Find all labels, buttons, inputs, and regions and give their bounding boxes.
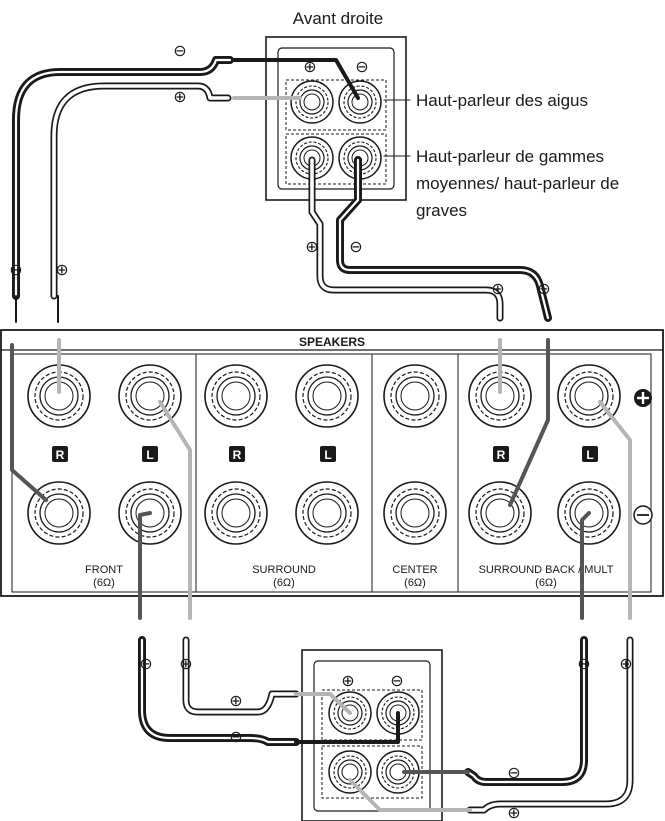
minus-symbol: ⊖ — [537, 281, 550, 298]
tweeter-plus-terminal — [290, 80, 334, 124]
panel-header: SPEAKERS — [299, 335, 365, 349]
surround-back-section-label: SURROUND BACK / MULT — [479, 564, 614, 576]
woofer-negative-wire-core — [338, 158, 550, 320]
woofer-positive-wire-core — [310, 158, 502, 320]
minus-symbol: ⊖ — [349, 239, 362, 256]
plus-symbol: ⊕ — [179, 656, 192, 673]
surround-back-impedance-label: (6Ω) — [535, 577, 557, 589]
minus-symbol: ⊖ — [173, 43, 186, 60]
minus-symbol: ⊖ — [9, 262, 22, 279]
top-speaker-minus-lead — [232, 58, 360, 100]
bottom-woofer-positive-wire-core — [468, 638, 632, 812]
sb-r-minus-lead — [508, 338, 550, 507]
plus-symbol: ⊕ — [173, 89, 186, 106]
plus-symbol: ⊕ — [55, 262, 68, 279]
svg-text:L: L — [146, 448, 153, 462]
front-section-label: FRONT — [85, 564, 123, 576]
center-plus-terminal — [383, 364, 447, 428]
minus-symbol: ⊖ — [577, 656, 590, 673]
svg-text:L: L — [324, 448, 331, 462]
svg-text:R: R — [497, 448, 506, 462]
plus-symbol: ⊕ — [341, 673, 354, 690]
plus-symbol: ⊕ — [491, 281, 504, 298]
minus-symbol: ⊖ — [355, 59, 368, 76]
surround-r-minus-terminal — [204, 481, 268, 545]
panel-plus-icon — [634, 389, 652, 407]
surround-impedance-label: (6Ω) — [273, 577, 295, 589]
channel-l-badge: L — [142, 446, 158, 462]
front-right-negative-wire — [12, 56, 234, 300]
channel-r-badge: R — [52, 446, 68, 462]
center-section-label: CENTER — [392, 564, 437, 576]
woofer-label-line3: graves — [416, 201, 467, 220]
front-right-speaker: ⊕ ⊖ — [265, 36, 407, 201]
surround-back-r-minus-terminal — [468, 481, 532, 545]
minus-symbol: ⊖ — [229, 729, 242, 746]
plus-symbol: ⊕ — [507, 805, 520, 821]
minus-symbol: ⊖ — [507, 765, 520, 782]
svg-text:R: R — [56, 448, 65, 462]
channel-r-badge: R — [229, 446, 245, 462]
front-left-positive-wire-core — [184, 638, 298, 714]
svg-text:L: L — [586, 448, 593, 462]
bottom-woofer-negative-wire — [464, 636, 588, 786]
front-right-positive-wire-core — [52, 84, 230, 298]
surround-section-label: SURROUND — [252, 564, 316, 576]
surround-r-plus-terminal — [204, 364, 268, 428]
front-right-negative-wire-core — [14, 58, 232, 298]
bottom-tweeter-minus-lead — [294, 711, 400, 744]
bottom-woofer-negative-wire-core — [466, 638, 586, 784]
front-left-negative-wire-core — [140, 638, 298, 744]
bottom-tweeter-plus-lead — [294, 692, 352, 715]
receiver-speaker-panel: SPEAKERS R L R — [0, 329, 664, 597]
bottom-speaker: ⊕ ⊖ — [301, 649, 443, 821]
plus-symbol: ⊕ — [303, 59, 316, 76]
sb-l-minus-lead — [580, 511, 591, 620]
minus-symbol: ⊖ — [139, 656, 152, 673]
woofer-label-line1: Haut-parleur de gammes — [416, 147, 604, 166]
surround-l-minus-terminal — [295, 481, 359, 545]
plus-symbol: ⊕ — [619, 656, 632, 673]
front-right-label: Avant droite — [293, 9, 383, 28]
tweeter-label: Haut-parleur des aigus — [416, 91, 588, 110]
wire-polarity-labels: ⊖ ⊕ ⊖ ⊕ ⊕ ⊖ ⊕ ⊖ ⊖ ⊕ ⊕ ⊖ ⊖ ⊕ ⊖ ⊕ — [9, 43, 632, 821]
front-l-minus-lead — [138, 511, 152, 620]
svg-text:R: R — [233, 448, 242, 462]
front-right-positive-wire — [50, 82, 232, 300]
bottom-woofer-plus-lead — [348, 778, 472, 812]
front-impedance-label: (6Ω) — [93, 577, 115, 589]
channel-r-badge: R — [493, 446, 509, 462]
minus-symbol: ⊖ — [390, 673, 403, 690]
center-minus-terminal — [383, 481, 447, 545]
speaker-wires — [10, 56, 634, 814]
center-impedance-label: (6Ω) — [404, 577, 426, 589]
sb-l-plus-lead — [598, 400, 632, 620]
channel-l-badge: L — [320, 446, 336, 462]
plus-symbol: ⊕ — [305, 239, 318, 256]
channel-l-badge: L — [582, 446, 598, 462]
front-r-minus-lead — [10, 343, 48, 502]
plus-symbol: ⊕ — [229, 693, 242, 710]
tweeter-minus-terminal — [338, 80, 382, 124]
woofer-plus-terminal — [328, 750, 372, 794]
woofer-label-line2: moyennes/ haut-parleur de — [416, 174, 619, 193]
front-l-plus-lead — [158, 400, 192, 620]
surround-l-plus-terminal — [295, 364, 359, 428]
panel-minus-icon — [633, 505, 653, 525]
